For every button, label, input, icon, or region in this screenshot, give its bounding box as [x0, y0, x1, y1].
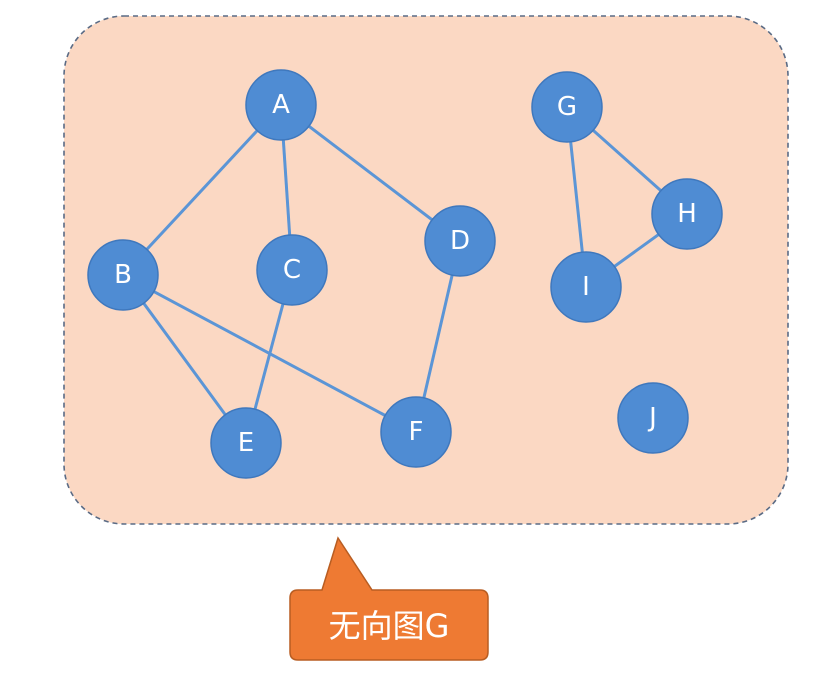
node-circle [210, 407, 282, 479]
edge-a-b [121, 103, 283, 277]
node-label: B [114, 260, 132, 290]
node-label: H [677, 199, 697, 229]
node-label: E [238, 428, 254, 458]
node-circle [87, 239, 159, 311]
node-circle [550, 251, 622, 323]
node-f: F [380, 396, 452, 468]
node-label: G [557, 92, 577, 122]
callout: 无向图G [289, 536, 489, 661]
node-b: B [87, 239, 159, 311]
nodes-layer: A B C D E F G H I J [87, 69, 723, 479]
node-circle [380, 396, 452, 468]
node-label: C [283, 255, 301, 285]
node-i: I [550, 251, 622, 323]
node-label: F [409, 417, 424, 447]
node-d: D [424, 205, 496, 277]
node-h: H [651, 178, 723, 250]
node-circle [245, 69, 317, 141]
node-c: C [256, 234, 328, 306]
node-label: D [450, 226, 470, 256]
node-label: A [272, 90, 290, 120]
callout-shape [289, 536, 489, 661]
callout-label: 无向图G [329, 607, 450, 645]
node-circle [424, 205, 496, 277]
node-g: G [531, 71, 603, 143]
node-label: I [582, 272, 590, 302]
node-circle [531, 71, 603, 143]
node-circle [256, 234, 328, 306]
node-circle [617, 382, 689, 454]
node-label: J [647, 403, 657, 433]
node-a: A [245, 69, 317, 141]
node-e: E [210, 407, 282, 479]
edge-a-d [280, 103, 461, 243]
node-circle [651, 178, 723, 250]
node-j: J [617, 382, 689, 454]
